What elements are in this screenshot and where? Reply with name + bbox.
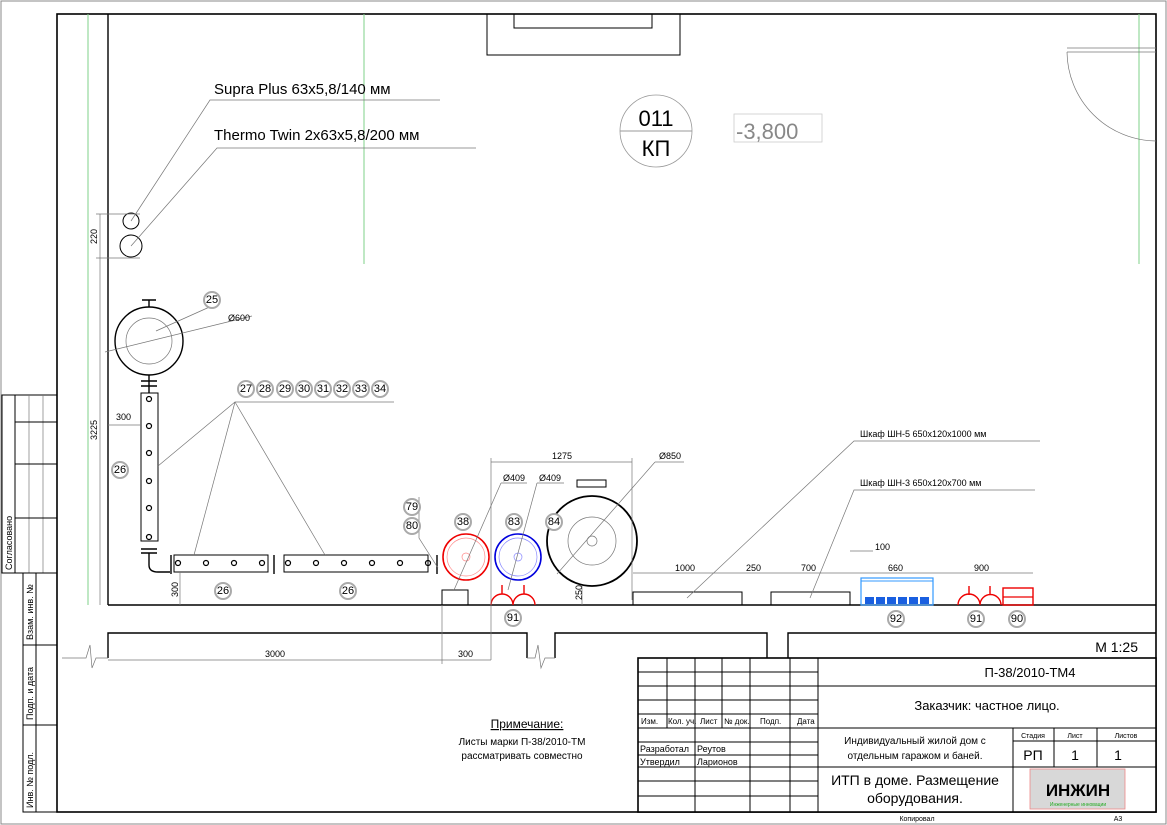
stage-label: Стадия xyxy=(1021,733,1045,740)
dim-250-a: 250 xyxy=(574,585,584,600)
dim-250-b: 250 xyxy=(746,563,761,573)
equipment-vessels: Ø409 Ø409 Ø850 1275 250 xyxy=(418,451,684,660)
dim-300-b: 300 xyxy=(170,582,180,597)
hdr-izm: Изм. xyxy=(641,717,658,726)
customer: Заказчик: частное лицо. xyxy=(914,698,1059,713)
balloon-92: 92 xyxy=(890,613,902,625)
hdr-doc: № док. xyxy=(724,717,750,726)
stamp-inv: Инв. № подл. xyxy=(25,752,35,808)
dim-900: 900 xyxy=(974,563,989,573)
stamp-podp: Подп. и дата xyxy=(25,667,35,720)
balloon-26: 26 xyxy=(342,585,354,597)
hdr-podp: Подп. xyxy=(760,717,781,726)
balloon-31: 31 xyxy=(317,383,329,395)
note: Примечание: Листы марки П-38/2010-ТМ рас… xyxy=(459,717,586,762)
label-supra-plus: Supra Plus 63x5,8/140 мм xyxy=(214,81,391,98)
balloon-26: 26 xyxy=(114,464,126,476)
balloon-27: 27 xyxy=(240,383,252,395)
approved-label: Утвердил xyxy=(640,757,680,767)
title-block: Изм. Кол. уч. Лист № док. Подп. Дата Раз… xyxy=(637,657,1157,823)
dim-700: 700 xyxy=(801,563,816,573)
cabinet-sh3-label: Шкаф ШН-3 650х120х700 мм xyxy=(860,478,981,488)
sheets-value: 1 xyxy=(1114,747,1122,763)
balloon-91: 91 xyxy=(507,612,519,624)
developed-name: Реутов xyxy=(697,744,726,754)
stage-value: РП xyxy=(1023,747,1042,763)
room-code: КП xyxy=(642,136,671,161)
equipment-manifold: Ø600 300 300 xyxy=(104,299,438,605)
logo-subtitle: Инженерные инновации xyxy=(1050,802,1106,808)
hdr-date: Дата xyxy=(797,717,815,726)
balloon-83: 83 xyxy=(508,516,520,528)
floor-dimensions: 3000 300 xyxy=(108,605,491,664)
dim-850: Ø850 xyxy=(659,451,681,461)
balloon-28: 28 xyxy=(259,383,271,395)
dim-1000: 1000 xyxy=(675,563,695,573)
dim-300-a: 300 xyxy=(116,412,131,422)
company-logo: ИНЖИН Инженерные инновации xyxy=(1029,768,1126,810)
sheets-label: Листов xyxy=(1115,733,1138,740)
balloon-32: 32 xyxy=(336,383,348,395)
balloon-29: 29 xyxy=(279,383,291,395)
approved-name: Ларионов xyxy=(697,757,738,767)
note-title: Примечание: xyxy=(491,717,564,731)
balloon-33: 33 xyxy=(355,383,367,395)
hdr-kol: Кол. уч. xyxy=(668,717,696,726)
dim-1275: 1275 xyxy=(552,451,572,461)
copied-label: Копировал xyxy=(899,816,934,823)
balloon-80: 80 xyxy=(406,520,418,532)
dim-100: 100 xyxy=(875,542,890,552)
balloon-25: 25 xyxy=(206,294,218,306)
room-marker: 011 КП -3,800 xyxy=(619,94,823,168)
stamp-agreed: Согласовано xyxy=(4,516,14,570)
logo-text: ИНЖИН xyxy=(1046,781,1110,800)
hdr-list: Лист xyxy=(700,717,718,726)
dim-3225: 3225 xyxy=(89,420,99,440)
dim-409-a: Ø409 xyxy=(503,473,525,483)
walls xyxy=(62,13,1157,670)
object-line-2: отдельным гаражом и баней. xyxy=(848,750,983,762)
balloon-34: 34 xyxy=(374,383,386,395)
balloon-90: 90 xyxy=(1011,613,1023,625)
balloon-84: 84 xyxy=(548,516,560,528)
sheet-title-1: ИТП в доме. Размещение xyxy=(831,772,999,788)
cabinet-sh5-label: Шкаф ШН-5 650х120х1000 мм xyxy=(860,429,986,439)
position-balloons: 25 26 26 26 27 28 29 30 31 32 33 34 79 8… xyxy=(111,291,1026,628)
dim-220: 220 xyxy=(89,229,99,244)
stamp-vzam: Взам. инв. № xyxy=(25,584,35,640)
scale-label: М 1:25 xyxy=(1095,639,1138,655)
dim-409-b: Ø409 xyxy=(539,473,561,483)
label-thermo-twin: Thermo Twin 2x63x5,8/200 мм xyxy=(214,127,419,144)
balloon-38: 38 xyxy=(457,516,469,528)
balloon-91: 91 xyxy=(970,613,982,625)
format-label: А3 xyxy=(1114,816,1123,823)
doc-code: П-38/2010-ТМ4 xyxy=(985,665,1076,680)
object-line-1: Индивидуальный жилой дом с xyxy=(844,736,986,747)
grid-axes xyxy=(87,14,1140,605)
note-line-2: рассматривать совместно xyxy=(461,751,583,762)
room-number: 011 xyxy=(638,106,673,131)
equipment-cabinets: Шкаф ШН-5 650х120х1000 мм Шкаф ШН-3 650х… xyxy=(632,429,1040,606)
sheet-value: 1 xyxy=(1071,747,1079,763)
balloon-30: 30 xyxy=(298,383,310,395)
note-line-1: Листы марки П-38/2010-ТМ xyxy=(459,737,586,748)
side-stamp: Согласовано Взам. инв. № Подп. и дата Ин… xyxy=(1,394,58,813)
level-mark: -3,800 xyxy=(736,119,798,144)
dim-3000: 3000 xyxy=(265,649,285,659)
developed-label: Разработал xyxy=(640,744,689,754)
sheet-title-2: оборудования. xyxy=(867,790,963,806)
dim-300-c: 300 xyxy=(458,649,473,659)
balloon-26: 26 xyxy=(217,585,229,597)
balloon-79: 79 xyxy=(406,501,418,513)
dim-600: Ø600 xyxy=(228,313,250,323)
dim-660: 660 xyxy=(888,563,903,573)
sheet-label: Лист xyxy=(1067,733,1083,740)
pipe-inlet: Supra Plus 63x5,8/140 мм Thermo Twin 2x6… xyxy=(89,81,476,605)
